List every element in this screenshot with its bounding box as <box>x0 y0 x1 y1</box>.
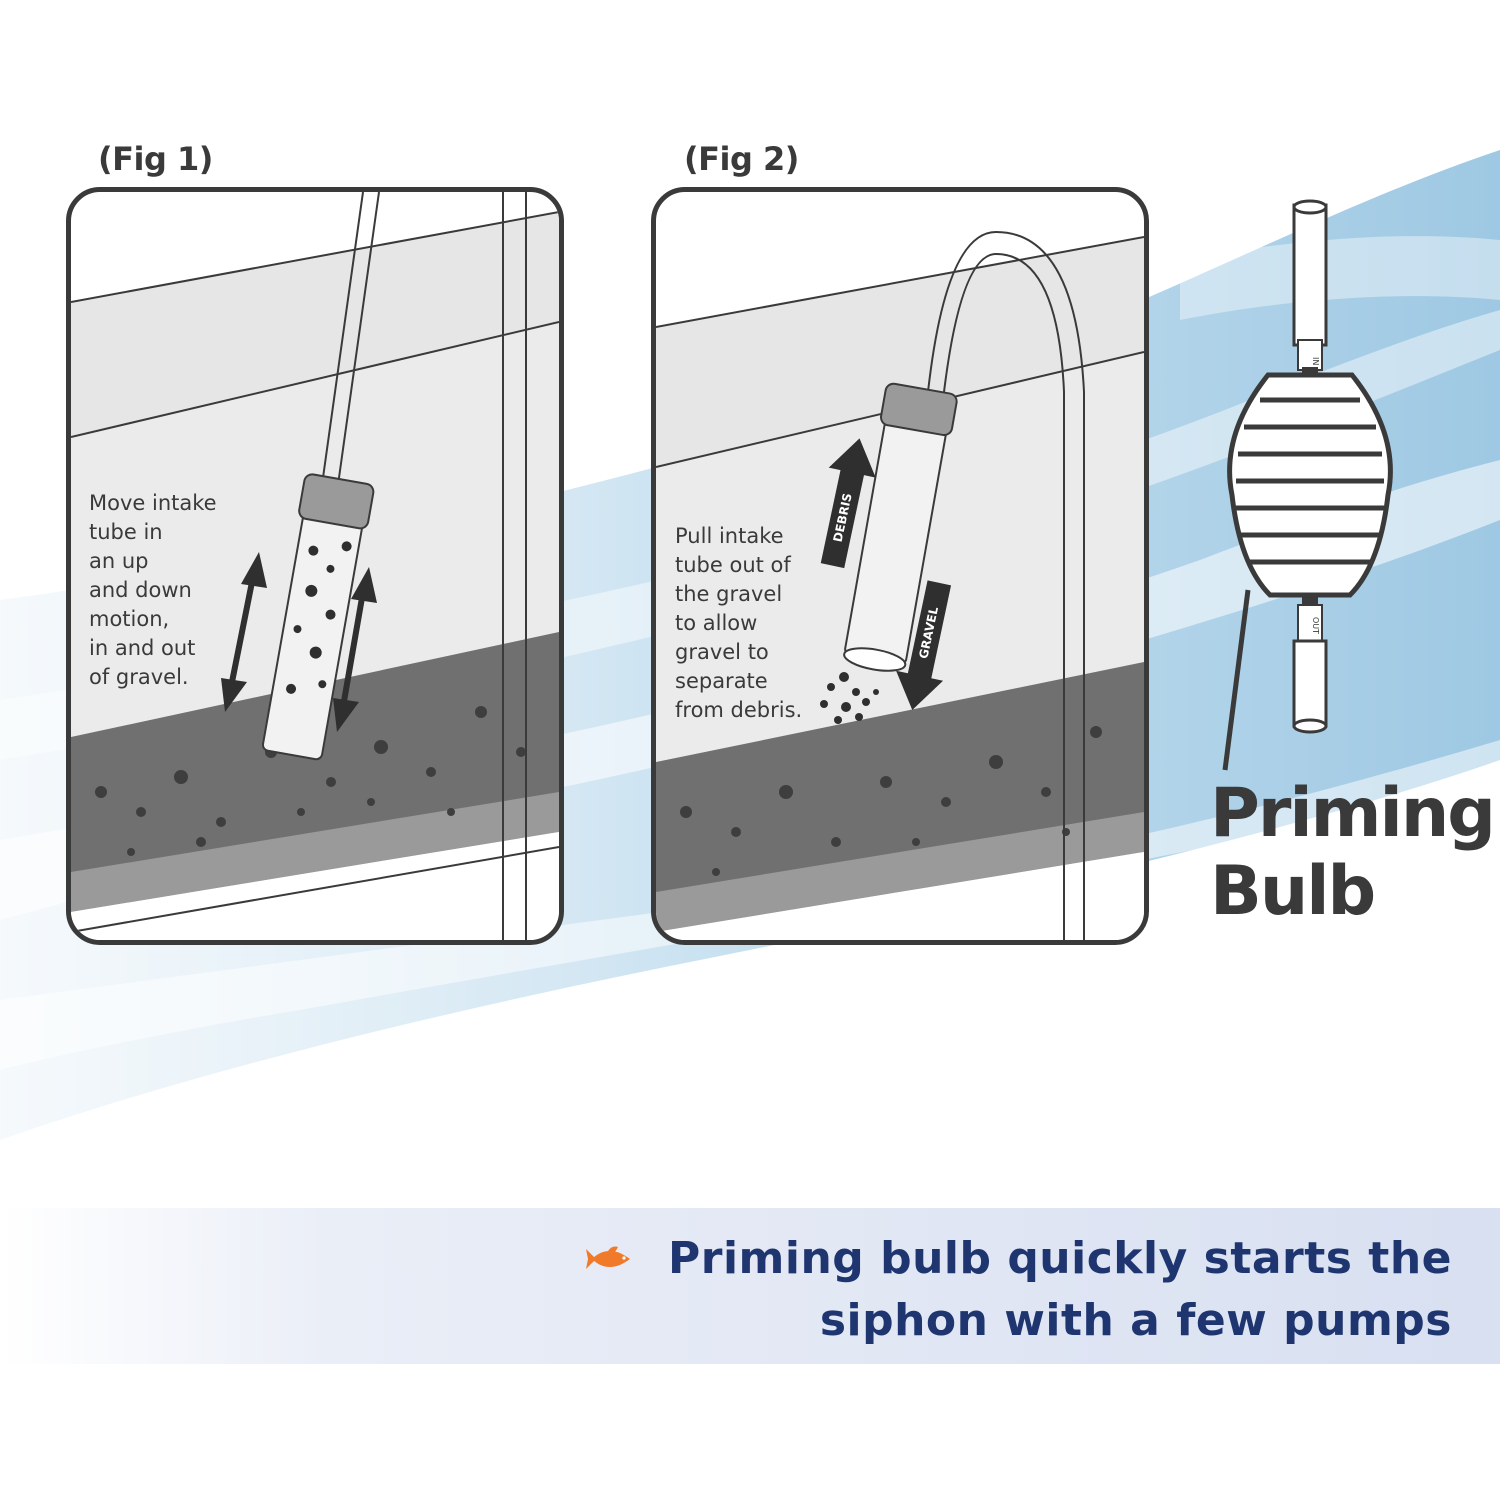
bulb-upper-mark: IN <box>1311 357 1320 365</box>
fish-icon <box>586 1246 630 1269</box>
double-arrow-icon <box>221 552 377 732</box>
gravel-arrow-icon: GRAVEL <box>896 580 952 711</box>
fig-2-illustration: DEBRIS GRAVEL <box>656 230 1144 940</box>
fig-1-label: (Fig 1) <box>98 140 213 178</box>
caption-text: Priming bulb quickly starts the siphon w… <box>668 1233 1452 1346</box>
fig-2-instruction: Pull intake tube out of the gravel to al… <box>675 524 803 722</box>
priming-bulb-icon: IN OUT <box>1222 199 1393 771</box>
fig-1-illustration <box>71 192 559 940</box>
fig-2-panel: DEBRIS GRAVEL Pull intake tube out of th… <box>651 187 1149 945</box>
fig-1-panel: Move intake tube in an up and down motio… <box>66 187 564 945</box>
debris-arrow-icon: DEBRIS <box>820 438 876 569</box>
bulb-lower-mark: OUT <box>1311 617 1320 634</box>
priming-bulb-title: Priming Bulb <box>1210 774 1496 931</box>
fig-2-label: (Fig 2) <box>684 140 799 178</box>
fig-1-instruction: Move intake tube in an up and down motio… <box>89 491 217 689</box>
caption-band <box>0 1208 1500 1364</box>
